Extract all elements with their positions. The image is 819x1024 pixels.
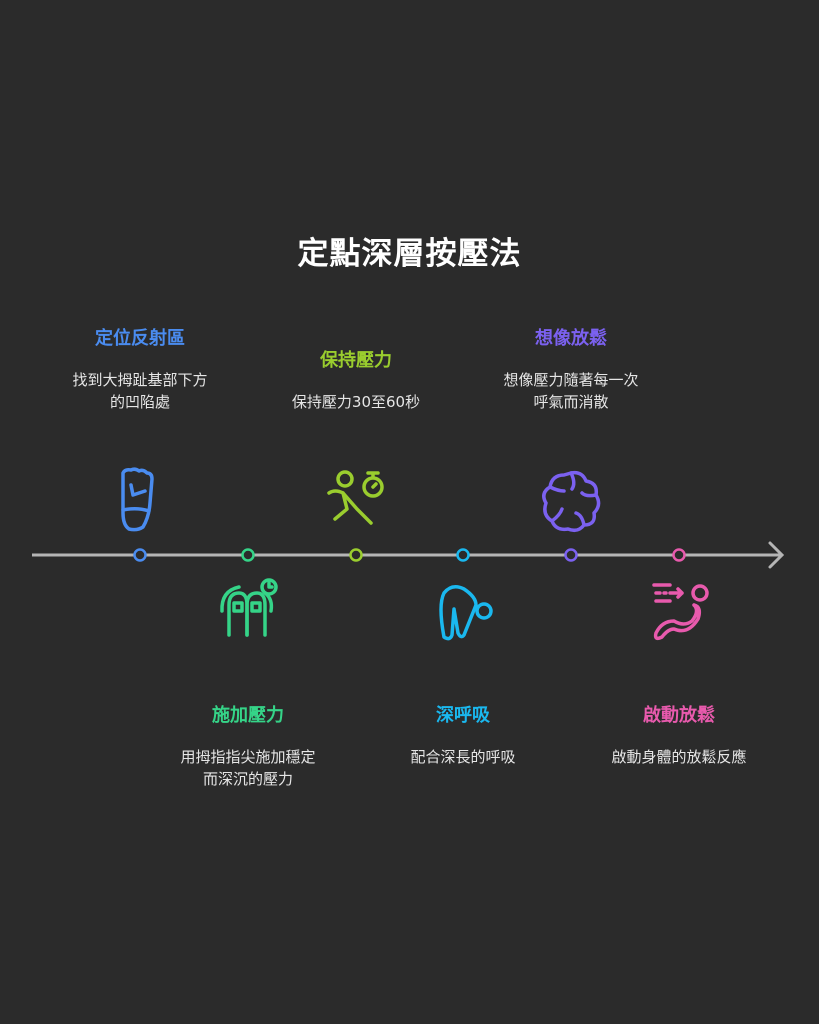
step-description: 配合深長的呼吸 (363, 746, 563, 768)
timeline-dot (241, 548, 255, 562)
step-6: 啟動放鬆啟動身體的放鬆反應 (579, 704, 779, 768)
step-description: 保持壓力30至60秒 (256, 391, 456, 413)
bending-person-icon (428, 575, 498, 645)
description-line: 啟動身體的放鬆反應 (611, 748, 747, 766)
arrow-head-icon (768, 541, 785, 569)
description-line: 而深沉的壓力 (202, 770, 293, 788)
step-description: 想像壓力隨著每一次呼氣而消散 (471, 369, 671, 413)
description-line: 找到大拇趾基部下方 (72, 371, 208, 389)
step-4: 深呼吸配合深長的呼吸 (363, 704, 563, 768)
step-title: 想像放鬆 (535, 328, 607, 349)
finger-press-timer-icon (213, 575, 283, 645)
step-5: 想像放鬆想像壓力隨著每一次呼氣而消散 (471, 327, 671, 413)
step-description: 用拇指指尖施加穩定而深沉的壓力 (148, 746, 348, 790)
swirl-flower-icon (536, 465, 606, 535)
step-3: 保持壓力保持壓力30至60秒 (256, 349, 456, 413)
foot-icon (105, 465, 175, 535)
step-title: 深呼吸 (436, 705, 490, 726)
description-line: 呼氣而消散 (533, 393, 609, 411)
step-2: 施加壓力用拇指指尖施加穩定而深沉的壓力 (148, 704, 348, 790)
step-1: 定位反射區找到大拇趾基部下方的凹陷處 (40, 327, 240, 413)
timeline-dot (672, 548, 686, 562)
step-description: 找到大拇趾基部下方的凹陷處 (40, 369, 240, 413)
page-title: 定點深層按壓法 (297, 236, 522, 272)
relaxing-person-icon (644, 575, 714, 645)
timeline-dot (456, 548, 470, 562)
timeline-dot (133, 548, 147, 562)
timeline-dot (564, 548, 578, 562)
step-description: 啟動身體的放鬆反應 (579, 746, 779, 768)
description-line: 保持壓力30至60秒 (291, 393, 421, 411)
description-line: 用拇指指尖施加穩定 (180, 748, 316, 766)
step-title: 啟動放鬆 (643, 705, 715, 726)
step-title: 施加壓力 (212, 705, 284, 726)
runner-stopwatch-icon (321, 465, 391, 535)
step-title: 定位反射區 (95, 328, 185, 349)
timeline-dot (349, 548, 363, 562)
description-line: 的凹陷處 (109, 393, 170, 411)
step-title: 保持壓力 (320, 350, 392, 371)
description-line: 想像壓力隨著每一次 (503, 371, 639, 389)
description-line: 配合深長的呼吸 (410, 748, 516, 766)
